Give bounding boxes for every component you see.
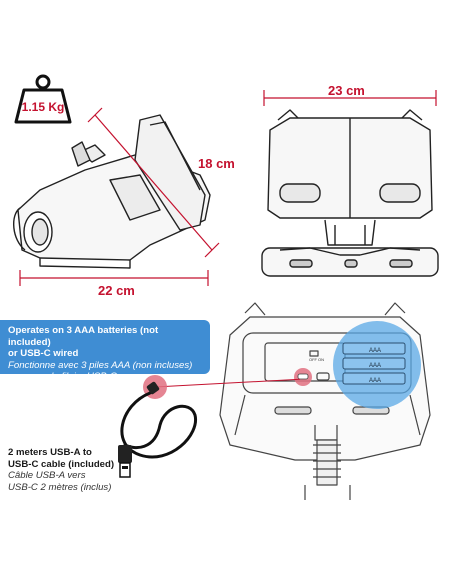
side-view-drawing xyxy=(13,107,220,286)
battery-label-2: AAA xyxy=(369,363,381,369)
power-info-en-line1: Operates on 3 AAA batteries (not include… xyxy=(8,325,159,348)
switch-off-label: OFF xyxy=(309,357,318,362)
cable-info-fr-line2: USB-C 2 mètres (inclus) xyxy=(8,481,112,493)
weight-icon xyxy=(14,74,72,124)
front-view-drawing xyxy=(261,90,439,277)
power-info-banner: Operates on 3 AAA batteries (not include… xyxy=(0,320,210,382)
usb-cable-drawing xyxy=(118,375,300,478)
power-info-fr-line1: Fonctionne avec 3 piles AAA (non incluse… xyxy=(8,359,193,371)
bottom-view-drawing: AAA AAA AAA OFF ON xyxy=(219,302,431,500)
cable-info: 2 meters USB-A to USB-C cable (included)… xyxy=(8,447,128,493)
power-info-fr-line2: ou en mode filaire USB-C xyxy=(8,371,117,382)
weight-value: 1.15 Kg xyxy=(21,100,65,114)
width-dimension: 23 cm xyxy=(328,83,365,98)
battery-label-3: AAA xyxy=(369,378,381,384)
cable-info-fr-line1: Câble USB-A vers xyxy=(8,470,86,481)
battery-label-1: AAA xyxy=(369,348,381,354)
depth-dimension: 22 cm xyxy=(98,283,135,298)
power-info-en-line2: or USB-C wired xyxy=(8,348,79,359)
switch-on-label: ON xyxy=(318,357,324,362)
cable-info-en-line2: USB-C cable (included) xyxy=(8,458,115,470)
cable-info-en-line1: 2 meters USB-A to xyxy=(8,447,92,458)
height-dimension: 18 cm xyxy=(198,156,235,171)
